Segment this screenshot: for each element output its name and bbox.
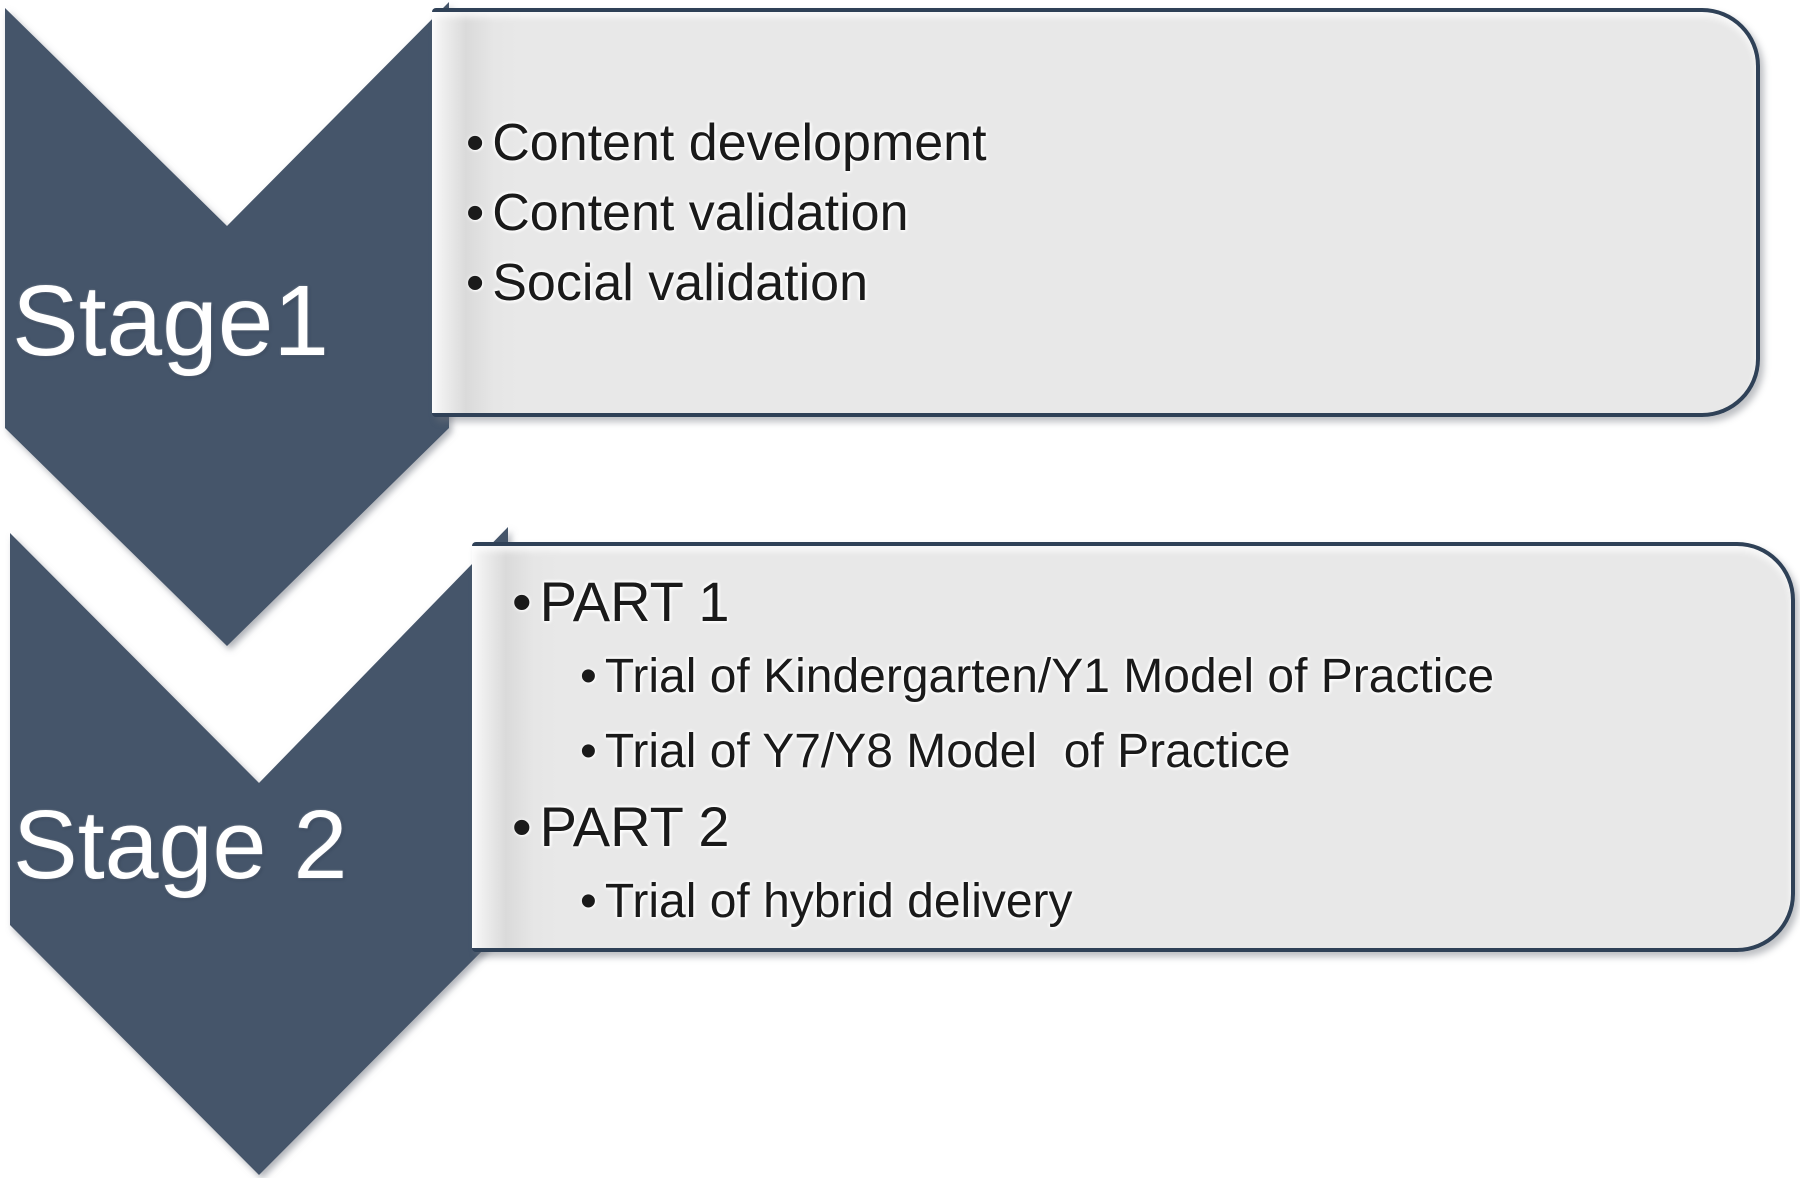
list-item-text: Trial of Kindergarten/Y1 Model of Practi… xyxy=(604,650,1495,703)
list-item: • PART 1 xyxy=(512,564,1771,639)
list-item-text: Content development xyxy=(492,114,987,172)
bullet-icon: • xyxy=(512,795,532,858)
list-item: • PART 2 xyxy=(512,789,1771,864)
list-item: • Social validation xyxy=(466,248,1736,318)
list-item-text: Social validation xyxy=(492,254,868,312)
stage1-label: Stage1 xyxy=(12,265,329,377)
list-item: • Trial of Kindergarten/Y1 Model of Prac… xyxy=(512,639,1771,714)
list-item-text: Trial of hybrid delivery xyxy=(604,875,1073,928)
bullet-icon: • xyxy=(580,875,597,928)
list-item: • Trial of hybrid delivery xyxy=(512,864,1771,939)
list-item-text: Trial of Y7/Y8 Model of Practice xyxy=(604,725,1291,778)
bullet-icon: • xyxy=(466,254,485,312)
bullet-icon: • xyxy=(580,650,597,703)
stage2-bullet-list: • PART 1 • Trial of Kindergarten/Y1 Mode… xyxy=(472,546,1791,939)
list-item: • Trial of Y7/Y8 Model of Practice xyxy=(512,714,1771,789)
list-item: • Content validation xyxy=(466,178,1736,248)
bullet-icon: • xyxy=(466,184,485,242)
list-item-text: Content validation xyxy=(492,184,909,242)
bullet-icon: • xyxy=(466,114,485,172)
stage1-chevron-icon xyxy=(5,2,449,646)
list-item-text: PART 1 xyxy=(539,570,730,633)
bullet-icon: • xyxy=(580,725,597,778)
stage2-label: Stage 2 xyxy=(13,790,348,899)
stage1-bullet-list: • Content development • Content validati… xyxy=(432,12,1756,318)
stage2-chevron-icon xyxy=(10,527,508,1175)
list-item: • Content development xyxy=(466,108,1736,178)
bullet-icon: • xyxy=(512,570,532,633)
stage2-content-box: • PART 1 • Trial of Kindergarten/Y1 Mode… xyxy=(472,542,1795,952)
list-item-text: PART 2 xyxy=(539,795,730,858)
stage1-content-box: • Content development • Content validati… xyxy=(432,8,1760,417)
